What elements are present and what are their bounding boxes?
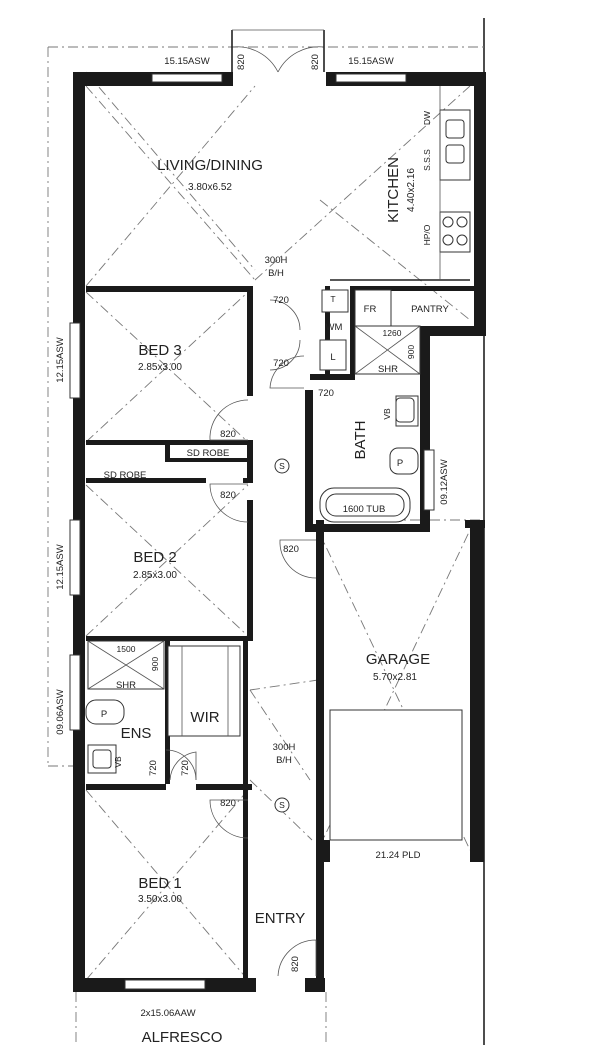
hpo-label: HP/O: [422, 224, 432, 245]
dw-label: DW: [422, 111, 432, 125]
shr-laundry-h: 900: [406, 345, 416, 359]
shr-ens-w: 1500: [117, 644, 136, 654]
p-bath: P: [397, 458, 403, 469]
garage-name: GARAGE: [366, 651, 430, 668]
sss-label: S.S.S: [422, 149, 432, 171]
windows: [69, 73, 435, 990]
robe-bed2: SD ROBE: [104, 470, 147, 481]
garage-door: 21.24 PLD: [376, 850, 421, 861]
door-linen-top: 720: [273, 295, 289, 306]
bed3-name: BED 3: [138, 342, 181, 359]
living-name: LIVING/DINING: [157, 157, 263, 174]
bed2-name: BED 2: [133, 549, 176, 566]
notes: 300H B/H 300H B/H SD ROBE SD ROBE SHR 12…: [101, 111, 432, 810]
alfresco-frame: [75, 992, 327, 1045]
door-entry: 820: [290, 956, 301, 972]
window-labels: 15.15ASW 15.15ASW 12.15ASW 12.15ASW 09.0…: [55, 56, 450, 1019]
smoke-1: S: [279, 461, 285, 471]
door-labels: 820 820 720 720 720 820 820 820 720 720 …: [148, 54, 334, 972]
tub-label: 1600 TUB: [343, 504, 386, 515]
kitchen-dims: 4.40x2.16: [406, 168, 417, 212]
door-wir: 720: [180, 760, 191, 776]
bed3-dims: 2.85x3.00: [138, 362, 182, 373]
kitchen-name: KITCHEN: [385, 157, 402, 223]
door-front-right: 820: [310, 54, 321, 70]
ens-name: ENS: [121, 725, 152, 742]
wir-name: WIR: [190, 709, 219, 726]
bh-bottom2: B/H: [276, 755, 292, 766]
living-dims: 3.80x6.52: [188, 182, 232, 193]
shr-laundry-w: 1260: [383, 328, 402, 338]
bed1-dims: 3.50x3.00: [138, 894, 182, 905]
door-hall: 820: [283, 544, 299, 555]
bath-name: BATH: [352, 421, 369, 460]
p-ens: P: [101, 709, 107, 720]
door-ens: 720: [148, 760, 159, 776]
window-left-bed2: 12.15ASW: [55, 544, 66, 589]
window-top-left: 15.15ASW: [164, 56, 209, 67]
room-labels: LIVING/DINING 3.80x6.52 KITCHEN 4.40x2.1…: [121, 157, 450, 1045]
door-bed1: 820: [220, 798, 236, 809]
robe-bed3: SD ROBE: [187, 448, 230, 459]
smoke-2: S: [279, 800, 285, 810]
door-bed2: 820: [220, 490, 236, 501]
window-bottom: 2x15.06AAW: [140, 1008, 195, 1019]
entry-name: ENTRY: [255, 910, 306, 927]
bh-top2: B/H: [268, 268, 284, 279]
door-linen-bottom: 720: [273, 358, 289, 369]
vb-bath: VB: [382, 408, 392, 420]
l-name: L: [330, 352, 335, 363]
alfresco-name: ALFRESCO: [142, 1029, 223, 1045]
fixtures: [85, 86, 471, 841]
bh-top: 300H: [265, 255, 288, 266]
garage-dims: 5.70x2.81: [373, 672, 417, 683]
shr-ens: SHR: [116, 680, 136, 691]
walls: [73, 72, 486, 992]
vb-ens: VB: [113, 756, 123, 768]
window-right-bath: 09.12ASW: [439, 459, 450, 504]
door-front-left: 820: [236, 54, 247, 70]
window-left-bed3: 12.15ASW: [55, 337, 66, 382]
doors: [165, 29, 325, 977]
door-bed3: 820: [220, 429, 236, 440]
shr-laundry: SHR: [378, 364, 398, 375]
door-bath: 720: [318, 388, 334, 399]
roof-lines: [85, 71, 471, 981]
wm-name: WM: [326, 322, 343, 333]
bed1-name: BED 1: [138, 875, 181, 892]
pantry-name: PANTRY: [411, 304, 449, 315]
fr-name: FR: [364, 304, 377, 315]
bed2-dims: 2.85x3.00: [133, 570, 177, 581]
t-name: T: [330, 294, 335, 304]
window-top-right: 15.15ASW: [348, 56, 393, 67]
window-left-ens: 09.06ASW: [55, 689, 66, 734]
shr-ens-h: 900: [150, 657, 160, 671]
bh-bottom: 300H: [273, 742, 296, 753]
